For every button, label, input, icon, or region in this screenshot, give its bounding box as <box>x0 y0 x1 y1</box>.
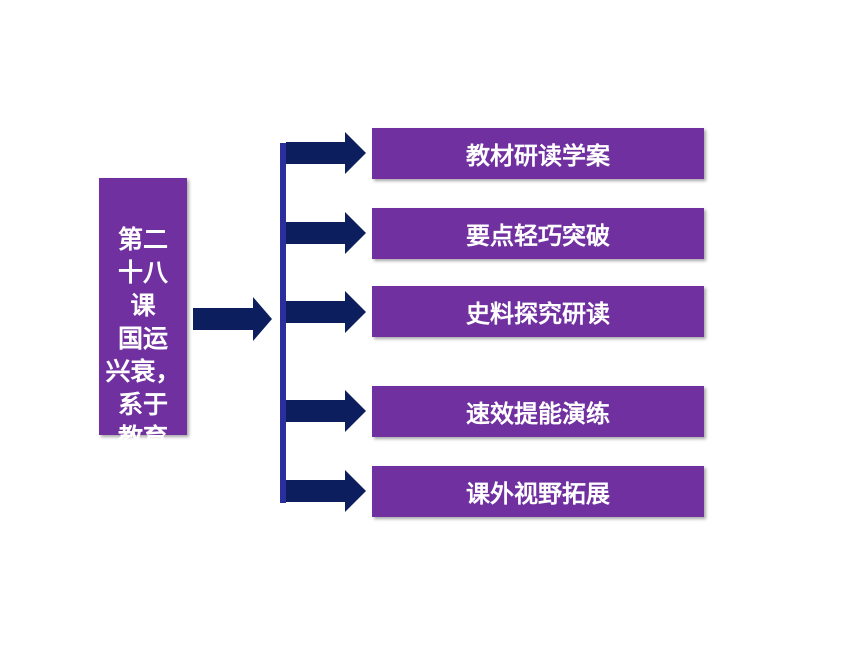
menu-item-label: 速效提能演练 <box>466 400 610 428</box>
menu-item-source-study[interactable]: 史料探究研读 <box>372 286 704 337</box>
menu-item-label: 史料探究研读 <box>466 300 610 328</box>
lesson-title-box: 第二 十八 课 国运 兴衰， 系于 教育 <box>99 178 187 452</box>
branch-arrow-icon <box>286 132 366 174</box>
menu-item-study-plan[interactable]: 教材研读学案 <box>372 128 704 179</box>
bracket-line <box>280 143 286 503</box>
main-arrow-icon <box>193 297 272 341</box>
menu-item-label: 要点轻巧突破 <box>466 222 610 250</box>
lesson-title: 第二 十八 课 国运 兴衰， 系于 教育 <box>105 225 181 452</box>
menu-item-key-points[interactable]: 要点轻巧突破 <box>372 208 704 259</box>
menu-item-practice[interactable]: 速效提能演练 <box>372 386 704 437</box>
menu-item-extended-reading[interactable]: 课外视野拓展 <box>372 466 704 517</box>
branch-arrow-icon <box>286 390 366 432</box>
menu-item-label: 教材研读学案 <box>466 142 610 170</box>
branch-arrow-icon <box>286 291 366 333</box>
branch-arrow-icon <box>286 470 366 512</box>
menu-item-label: 课外视野拓展 <box>466 480 610 508</box>
branch-arrow-icon <box>286 212 366 254</box>
